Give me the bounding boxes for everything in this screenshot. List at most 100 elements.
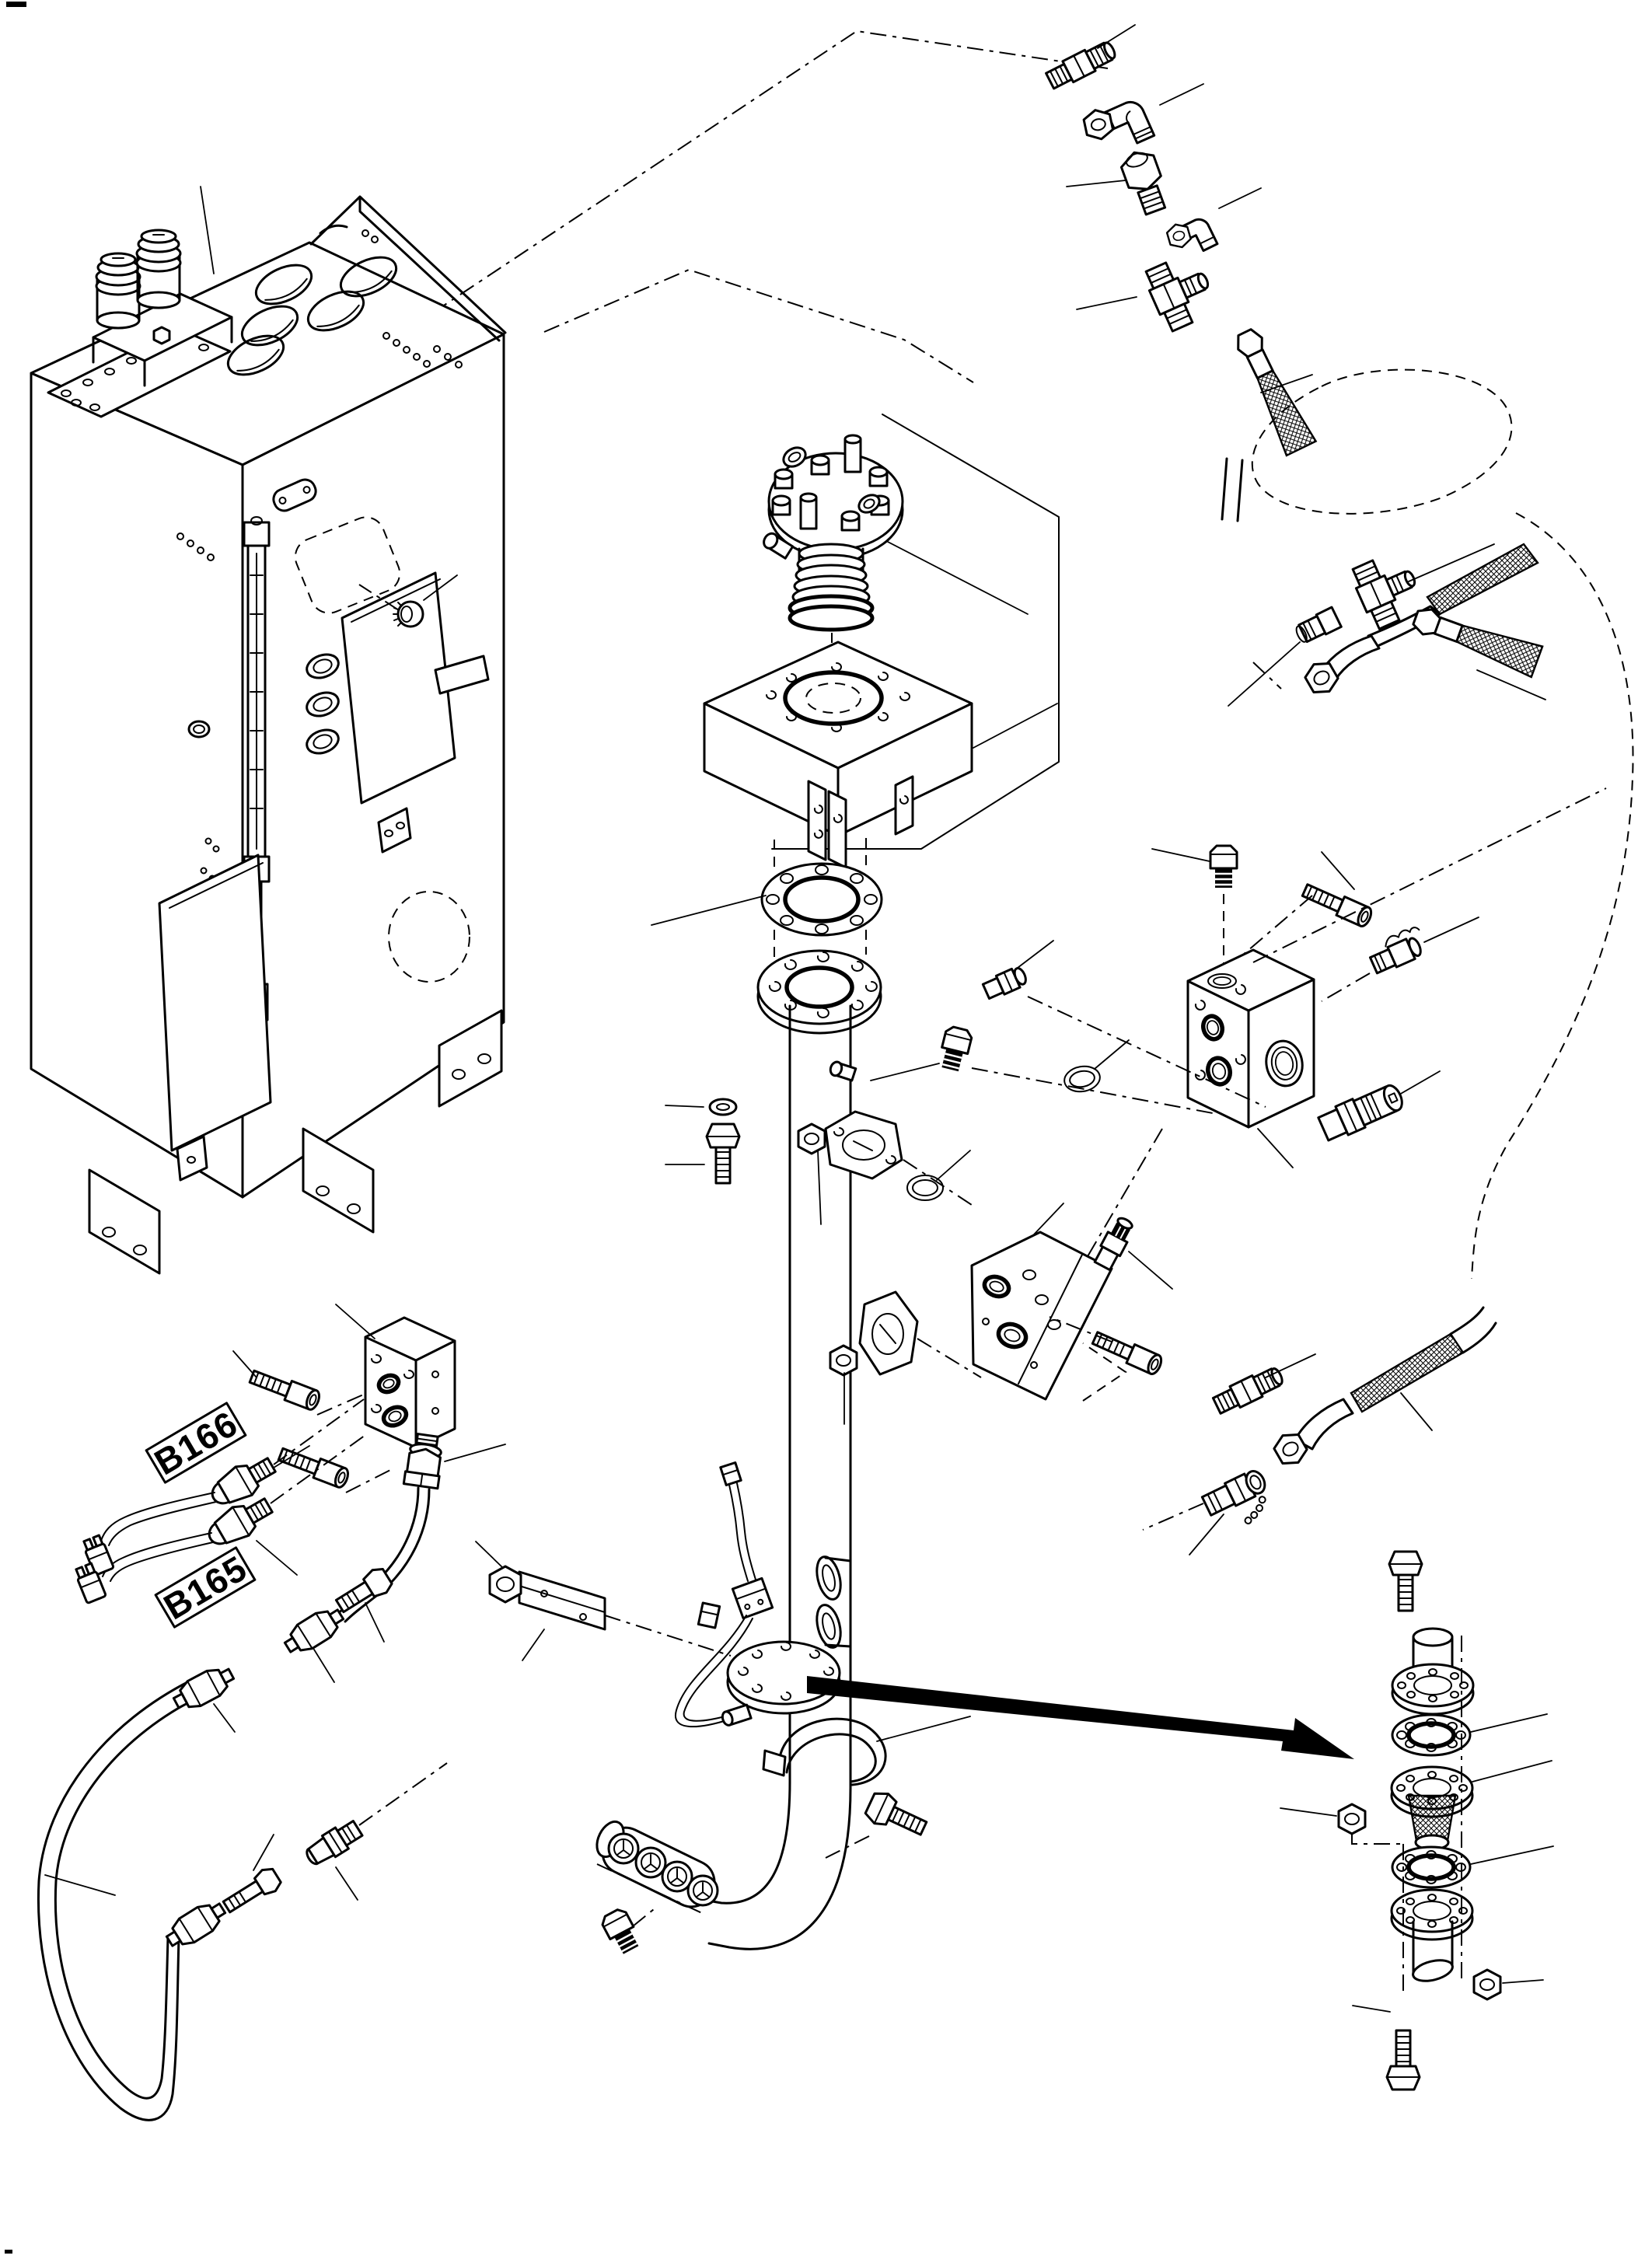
stack-stub-pipe: [1391, 1627, 1475, 1716]
washer-and-bolt: [665, 1098, 741, 1185]
flange-fitting-lower: [829, 1290, 982, 1425]
leader-coupler: [1189, 1514, 1224, 1555]
leader-clip-fit: [1423, 917, 1479, 943]
leader-breather-plug: [423, 574, 458, 601]
screw-dash: [1204, 895, 1313, 988]
screw1-dash: [316, 1392, 368, 1416]
pointer-arrow: [807, 1676, 1354, 1759]
strainer-flange: [1390, 1760, 1552, 1851]
leader-pipe-stud: [253, 1834, 274, 1871]
filter-cap-right: [135, 229, 182, 309]
fittings-cluster-top: [1043, 24, 1546, 707]
backdrop-plane: [771, 414, 1060, 850]
leader-union: [444, 1444, 506, 1462]
manifold-plate: [970, 1231, 1113, 1401]
stack-nut-left: [1280, 1803, 1367, 1835]
leader-gasket-lower: [1470, 1845, 1554, 1865]
leader-coupler-small: [1014, 940, 1054, 971]
leader-block-plug: [1151, 848, 1210, 862]
leader-loop-pipe: [44, 1874, 116, 1896]
cartridge-valve: [1317, 1084, 1403, 1142]
cap-eye-ring-2: [857, 494, 881, 514]
clip-fit-dash: [1321, 972, 1371, 1002]
tank-top-port-openings: [226, 256, 398, 376]
leader-compression: [335, 1866, 358, 1901]
coupler-dash: [1142, 1503, 1204, 1531]
leader-elbow-2: [1218, 187, 1262, 209]
detail-boundary-dashes: [351, 30, 1634, 1657]
sensor-cables: [72, 1492, 217, 1605]
dashed-suction-circle: [388, 891, 470, 983]
switch-block: [335, 1304, 456, 1449]
hydraulic-tank: [30, 186, 507, 1275]
valve-block-assembly: [1151, 787, 1607, 1168]
tube-side-ports: [816, 1555, 852, 1649]
screw2-dash: [345, 1467, 396, 1493]
union-fitting: [402, 1433, 442, 1490]
leader-cartridge: [1399, 1070, 1441, 1095]
tank-side-port-rings: [306, 653, 340, 755]
stack-gasket-upper: [1392, 1715, 1470, 1755]
dash-to-manifold: [1086, 1128, 1163, 1259]
sensor1-dash: [273, 1398, 365, 1465]
coupler-small: [981, 967, 1027, 1000]
cartridge-fitting-small: [1093, 1217, 1133, 1272]
filler-breather-assembly: [763, 434, 1029, 684]
stack-nut-right: [1472, 1968, 1544, 2001]
valve-block: [1186, 948, 1315, 1168]
block-axis-dash: [1252, 787, 1607, 963]
filter-housing: [703, 641, 1058, 871]
flange-gasket: [651, 862, 883, 937]
pipe-clamp: [762, 1716, 971, 1786]
leader-o-ring-mid: [1094, 1039, 1130, 1070]
grommet: [187, 720, 211, 738]
manifold-screw-dash: [1049, 1316, 1112, 1342]
pipe-stud: [222, 1867, 282, 1914]
leader-adapter: [1066, 180, 1126, 187]
leader-sensor-1: [273, 1445, 310, 1468]
leader-screw-1: [232, 1350, 257, 1378]
drain-plug-dash: [632, 1905, 658, 1927]
sensor2-dash: [270, 1434, 366, 1504]
flange-fitting-upper: [797, 1110, 977, 1225]
manifold-plate-assembly: [870, 940, 1497, 1555]
tank-oval-cover: [272, 478, 401, 614]
leader-bolt-bottom: [1352, 2005, 1391, 2013]
cap-eye-ring: [782, 446, 807, 468]
tube-stud: [334, 1568, 393, 1614]
test-coupler: [1200, 1470, 1266, 1524]
hose-vertical: [1221, 323, 1318, 522]
adapter-fitting: [1119, 151, 1167, 216]
leader-breather: [887, 541, 1029, 615]
leader-elbow-1: [1159, 83, 1204, 106]
chain-dash: [358, 1762, 448, 1826]
leader-gasket-upper: [1470, 1713, 1548, 1733]
leader-cartridge-small: [1128, 1251, 1173, 1290]
breather-plug: [393, 600, 424, 628]
hose-end-right: [1409, 601, 1546, 700]
leader-nipple-1: [1097, 24, 1136, 49]
nipple-fitting-2: [1295, 606, 1343, 644]
tank-rear-fin: [309, 195, 507, 342]
manifold-bosses: [607, 1832, 719, 1907]
cap-guide-pins: [799, 434, 862, 530]
leader-stud: [365, 1602, 385, 1643]
leader-nipple-2: [1228, 641, 1301, 707]
zigzag-dash: [1082, 1342, 1127, 1402]
dash-plug-oring: [971, 1067, 1214, 1114]
print-registration-marks: [5, 2, 26, 2254]
stack-center-dashes: [1351, 1636, 1462, 1992]
stack-flange-lower: [1390, 1888, 1474, 1982]
strainer-stack: [1280, 1550, 1554, 2091]
free-hex-nut: [475, 1541, 522, 1604]
leader-hex-plug-mid: [870, 1063, 940, 1081]
leader-swivel: [313, 1649, 335, 1683]
clip-fitting: [1368, 927, 1422, 975]
clamp-bolt-dash: [825, 1835, 870, 1859]
filter-cap-left: [95, 252, 141, 330]
level-sensor: [674, 1461, 774, 1728]
leader-tee-1: [1076, 296, 1137, 310]
leader-sensor-2: [256, 1540, 298, 1576]
dash-nipple-2: [1252, 662, 1282, 690]
